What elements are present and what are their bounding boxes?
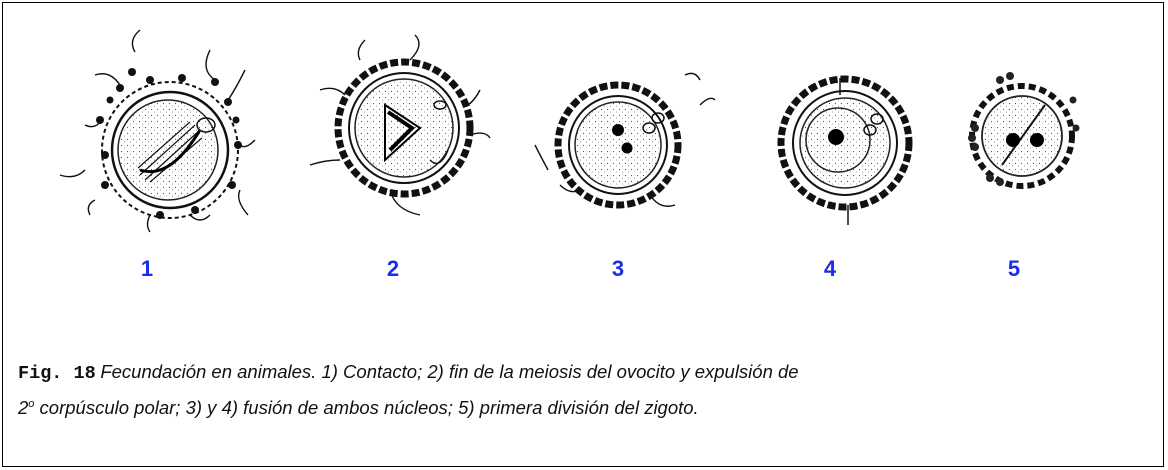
stage-2-meiosis-illustration — [310, 35, 490, 215]
stage-5-division-illustration — [968, 72, 1080, 186]
fertilization-stages-diagram — [0, 0, 1168, 240]
figure-caption: Fig. 18 Fecundación en animales. 1) Cont… — [18, 357, 1148, 423]
caption-line-1: Fig. 18 Fecundación en animales. 1) Cont… — [18, 357, 1148, 389]
stage-3-label: 3 — [598, 256, 638, 282]
stage-5-label: 5 — [994, 256, 1034, 282]
caption-line-2: 2o corpúsculo polar; 3) y 4) fusión de a… — [18, 389, 1148, 423]
stage-4-fusion-illustration — [781, 78, 909, 225]
caption-text-2: corpúsculo polar; 3) y 4) fusión de ambo… — [34, 397, 698, 418]
stage-2-label: 2 — [373, 256, 413, 282]
caption-ordinal: 2 — [18, 397, 28, 418]
caption-text-1: Fecundación en animales. 1) Contacto; 2)… — [100, 361, 798, 382]
stage-1-contact-illustration — [60, 30, 255, 232]
stage-4-label: 4 — [810, 256, 850, 282]
figure-reference: Fig. 18 — [18, 363, 96, 384]
stage-1-label: 1 — [127, 256, 167, 282]
stage-3-fusion-illustration — [535, 73, 715, 206]
